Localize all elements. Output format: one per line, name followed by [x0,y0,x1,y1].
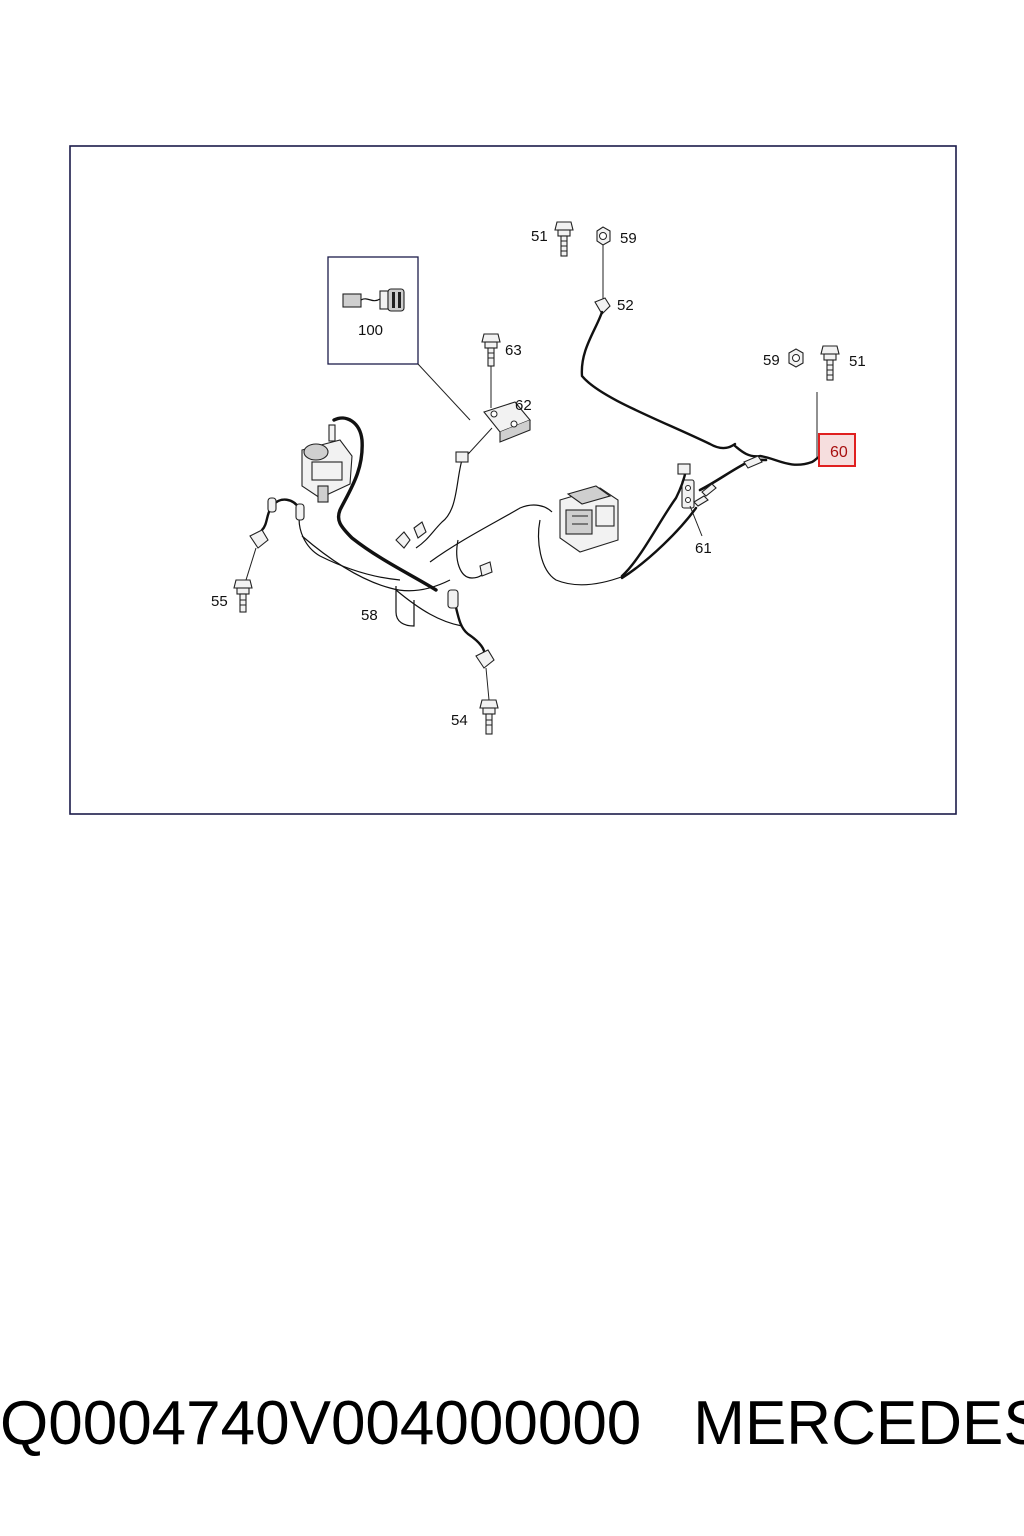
harness-left [298,509,401,581]
sensor-52-icon [594,297,611,315]
leader-55 [245,547,257,581]
callout-62: 62 [515,397,532,414]
leader-61 [689,505,703,537]
nut-59-right-icon [788,348,804,368]
clip-61-icon [681,479,695,509]
bracket-62-icon [483,401,531,443]
callout-52: 52 [617,297,634,314]
bolt-51-top-icon [554,221,574,257]
harness-to-unit [429,504,553,563]
brand-name: MERCEDES [693,1389,1024,1458]
part-code: Q0004740V004000000 [0,1389,642,1458]
cable-52-to-unit [580,310,737,450]
connector-harness-icon [267,451,493,609]
callout-61: 61 [695,540,712,557]
callout-55: 55 [211,593,228,610]
cable-61 [620,468,688,578]
callout-59-top: 59 [620,230,637,247]
bolt-51-right-icon [820,345,840,381]
brake-line-heavy [332,416,438,592]
cable-61b [620,506,698,580]
inset-box-100 [327,256,419,365]
harness-wide [395,589,463,627]
harness-drop [395,586,415,627]
callout-100: 100 [358,322,383,339]
brake-reservoir-icon [301,424,353,503]
harness-main [537,519,625,586]
cable-60 [733,444,822,466]
callout-51-right: 51 [849,353,866,370]
bolt-63-icon [481,333,501,367]
callout-59-right: 59 [763,352,780,369]
hydraulic-unit-icon [559,485,619,553]
sensor-55-icon [233,529,269,613]
callout-63: 63 [505,342,522,359]
diagram-frame [69,145,957,815]
harness-center [415,459,463,549]
sensor-54-icon [475,649,499,735]
callout-54: 54 [451,712,468,729]
callout-60: 60 [830,444,848,461]
callout-60-highlight-box [818,433,856,467]
callout-58: 58 [361,607,378,624]
harness-lower [301,535,451,592]
callout-51-top: 51 [531,228,548,245]
leader-100 [417,363,471,421]
leader-54 [485,667,490,701]
nut-59-top-icon [596,226,611,246]
connector-61-icon [677,455,763,507]
parts-diagram: 51 59 52 100 63 62 59 51 60 61 55 58 54 [69,145,957,815]
caption: Q0004740V004000000 MERCEDES [0,1388,1024,1459]
connector-100-icon [342,288,405,312]
leader-62 [469,427,493,453]
